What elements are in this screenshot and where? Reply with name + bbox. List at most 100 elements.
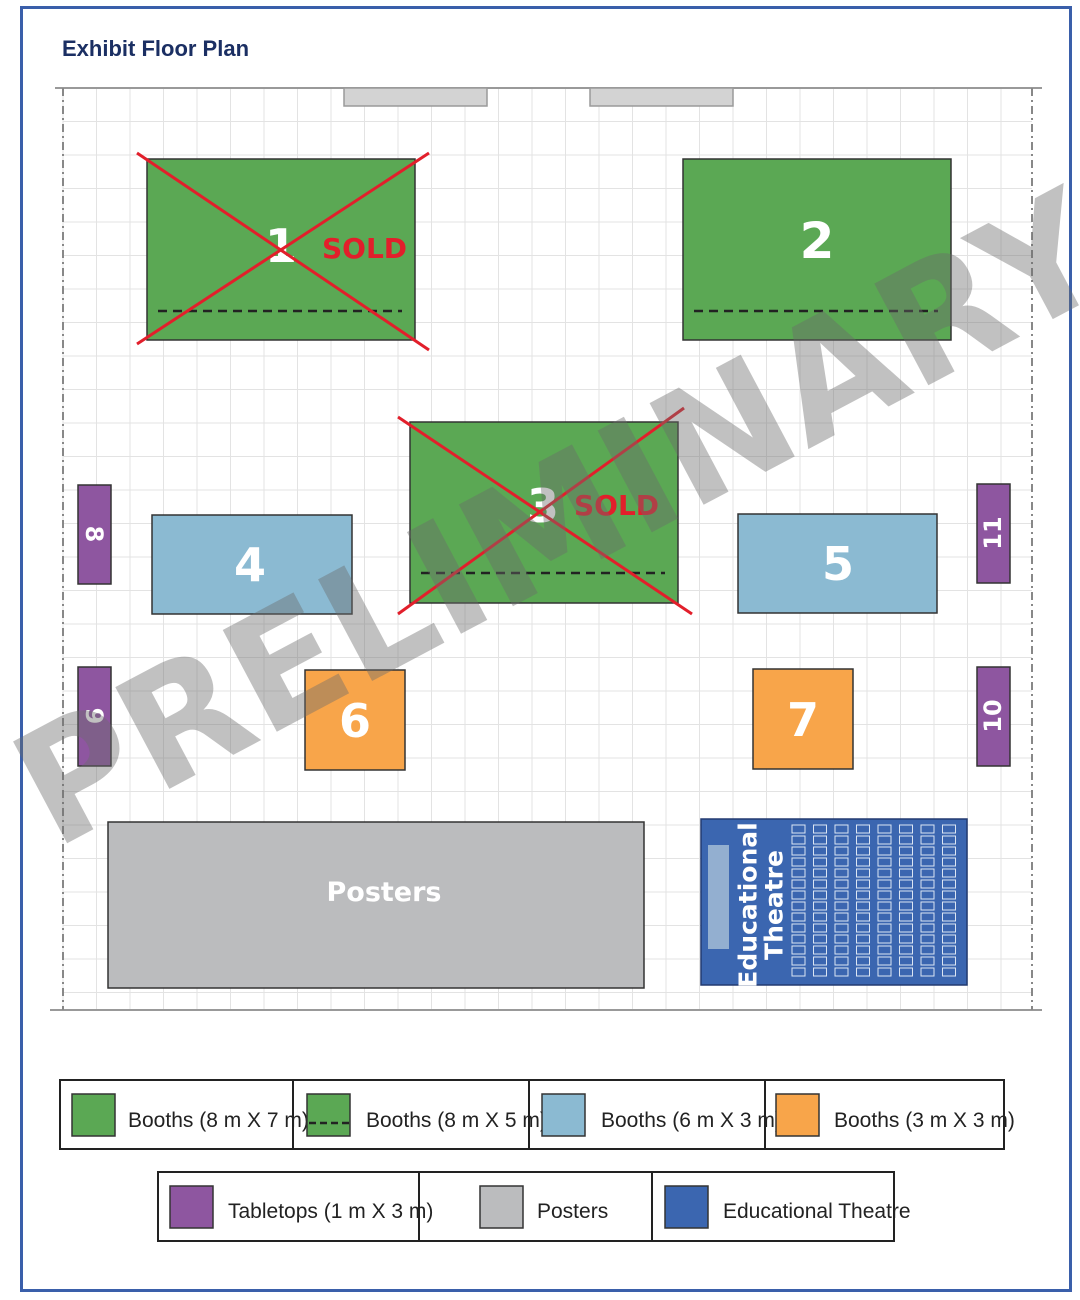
entrance-right bbox=[589, 87, 734, 107]
tabletop-9[interactable]: 9 bbox=[77, 666, 112, 767]
theatre-seat bbox=[920, 846, 935, 856]
legend-label: Booths (3 m X 3 m) bbox=[834, 1109, 1015, 1132]
booth-6-shape bbox=[304, 669, 406, 771]
legend-item-booth-3x3: Booths (3 m X 3 m) bbox=[775, 1093, 1015, 1137]
tabletop-10[interactable]: 10 bbox=[976, 666, 1011, 767]
legend-item-posters: Posters bbox=[479, 1185, 608, 1229]
legend-swatch bbox=[664, 1185, 709, 1229]
booth-1-label: 1 bbox=[265, 219, 297, 273]
theatre-seat bbox=[856, 912, 870, 922]
legend-item-booth-6x3: Booths (6 m X 3 m) bbox=[541, 1093, 782, 1137]
booth-4-label: 4 bbox=[234, 538, 266, 592]
theatre-seat bbox=[834, 956, 849, 966]
booth-7-shape bbox=[752, 668, 854, 770]
theatre-seat bbox=[813, 879, 827, 889]
theatre-seat bbox=[942, 956, 956, 966]
booth-1-sold-label: SOLD bbox=[322, 232, 407, 265]
booth-5[interactable]: 5 bbox=[737, 513, 938, 614]
theatre-seat bbox=[877, 967, 892, 977]
booth-2[interactable]: 2 bbox=[682, 158, 952, 341]
theatre-seat bbox=[942, 901, 956, 911]
theatre-seat bbox=[942, 846, 956, 856]
theatre-seat bbox=[791, 912, 806, 922]
legend-row-1: Booths (8 m X 7 m) Booths (8 m X 5 m) Bo… bbox=[59, 1079, 1015, 1150]
booth-5-shape bbox=[737, 513, 938, 614]
theatre-seat bbox=[920, 956, 935, 966]
tabletop-8-label: 8 bbox=[80, 526, 108, 543]
theatre-seat bbox=[834, 890, 849, 900]
theatre-seat bbox=[920, 901, 935, 911]
theatre-seat bbox=[856, 857, 870, 867]
theatre-seat bbox=[813, 890, 827, 900]
theatre-seat bbox=[920, 835, 935, 845]
theatre-label-line2: Theatre bbox=[760, 850, 789, 960]
legend-swatch bbox=[541, 1093, 586, 1137]
theatre-seat bbox=[877, 868, 892, 878]
theatre-seat bbox=[877, 879, 892, 889]
theatre-seat bbox=[942, 923, 956, 933]
theatre-seat bbox=[834, 934, 849, 944]
theatre-seat bbox=[834, 923, 849, 933]
theatre-seat bbox=[856, 835, 870, 845]
theatre-seat bbox=[856, 879, 870, 889]
theatre-seat bbox=[899, 967, 913, 977]
theatre-seat bbox=[791, 824, 806, 834]
theatre-seat bbox=[856, 901, 870, 911]
theatre-seat bbox=[834, 857, 849, 867]
booth-6[interactable]: 6 bbox=[304, 669, 406, 771]
theatre-seat bbox=[920, 890, 935, 900]
tabletop-11-shape bbox=[976, 483, 1011, 584]
tabletop-10-label: 10 bbox=[979, 699, 1007, 732]
theatre-seat bbox=[791, 857, 806, 867]
theatre-seat bbox=[899, 857, 913, 867]
booth-3[interactable]: 3 SOLD bbox=[397, 406, 693, 616]
theatre-seat bbox=[899, 945, 913, 955]
tabletop-9-label: 9 bbox=[80, 708, 108, 725]
theatre-seat bbox=[834, 901, 849, 911]
theatre-seat bbox=[856, 824, 870, 834]
theatre-seat bbox=[856, 868, 870, 878]
legend-item-booth-8x7: Booths (8 m X 7 m) bbox=[71, 1093, 309, 1137]
theatre-seat bbox=[899, 879, 913, 889]
booth-1-sold-cross-b bbox=[136, 151, 430, 346]
theatre-seat bbox=[834, 835, 849, 845]
theatre-seat bbox=[856, 945, 870, 955]
posters-area[interactable]: Posters bbox=[107, 821, 645, 989]
theatre-seat bbox=[813, 835, 827, 845]
theatre-seat bbox=[920, 824, 935, 834]
booth-3-sold-cross-a bbox=[397, 415, 693, 616]
theatre-seat bbox=[920, 912, 935, 922]
theatre-seat bbox=[813, 868, 827, 878]
theatre-seat bbox=[877, 956, 892, 966]
tabletop-11[interactable]: 11 bbox=[976, 483, 1011, 584]
booth-4[interactable]: 4 bbox=[151, 514, 353, 615]
educational-theatre[interactable]: Educational Theatre bbox=[700, 818, 968, 988]
theatre-seat bbox=[877, 901, 892, 911]
tabletop-8[interactable]: 8 bbox=[77, 484, 112, 585]
booth-3-sold-cross-b bbox=[397, 406, 685, 616]
theatre-seat bbox=[813, 923, 827, 933]
theatre-seat bbox=[899, 835, 913, 845]
theatre-seat bbox=[942, 835, 956, 845]
theatre-seat bbox=[877, 912, 892, 922]
theatre-seat bbox=[877, 890, 892, 900]
theatre-seat bbox=[920, 945, 935, 955]
theatre-seat bbox=[856, 890, 870, 900]
theatre-seat bbox=[877, 835, 892, 845]
theatre-seat bbox=[813, 846, 827, 856]
page-title: Exhibit Floor Plan bbox=[62, 36, 250, 61]
theatre-seat bbox=[791, 890, 806, 900]
theatre-seating bbox=[791, 824, 956, 977]
theatre-seat bbox=[899, 824, 913, 834]
theatre-seat bbox=[920, 868, 935, 878]
page-frame bbox=[20, 6, 1072, 1292]
theatre-seat bbox=[813, 934, 827, 944]
theatre-seat bbox=[899, 868, 913, 878]
theatre-seat bbox=[834, 912, 849, 922]
booth-4-shape bbox=[151, 514, 353, 615]
tabletop-10-shape bbox=[976, 666, 1011, 767]
booth-7[interactable]: 7 bbox=[752, 668, 854, 770]
booth-1[interactable]: 1 SOLD bbox=[136, 151, 430, 352]
theatre-seat bbox=[877, 857, 892, 867]
